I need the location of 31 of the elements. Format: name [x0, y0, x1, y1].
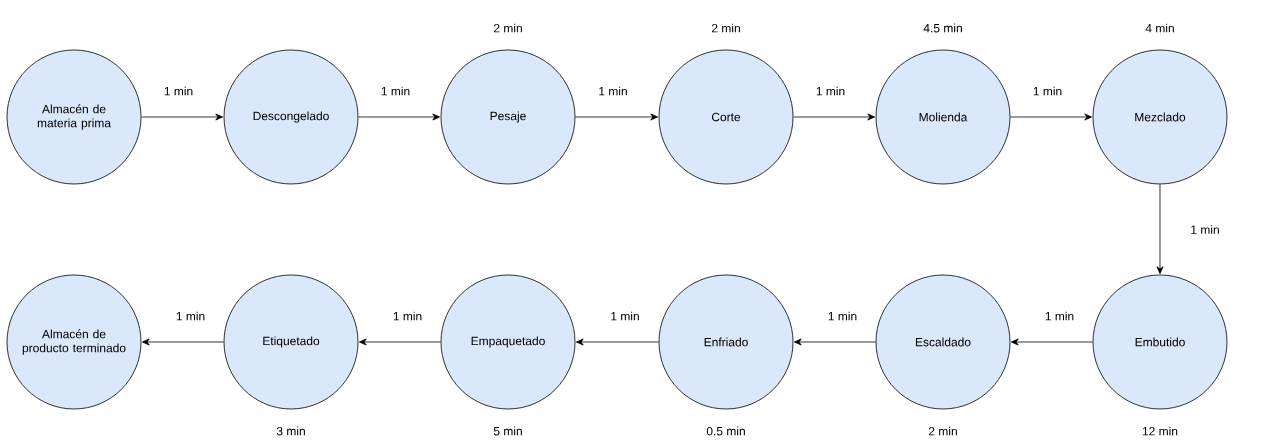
arrow — [576, 338, 659, 346]
edge-label: 1 min — [597, 85, 629, 97]
arrow — [141, 113, 224, 121]
duration-label: 2 min — [493, 23, 522, 33]
arrow — [575, 113, 658, 121]
arrow — [358, 113, 440, 121]
duration-label: 4 min — [1145, 23, 1174, 33]
arrow — [794, 338, 876, 346]
edge-label: 1 min — [1043, 310, 1076, 322]
edge-label: 1 min — [609, 310, 641, 322]
edge-label: 1 min — [1189, 224, 1221, 235]
duration-label: 5 min — [493, 426, 522, 436]
duration-label: 2 min — [928, 426, 957, 436]
arrow — [793, 113, 875, 121]
duration-label: 0.5 min — [706, 426, 745, 436]
arrow — [359, 338, 441, 346]
duration-label: 12 min — [1142, 426, 1178, 436]
duration-label: 4.5 min — [923, 23, 962, 33]
arrow — [1011, 338, 1093, 346]
edge-label: 1 min — [814, 85, 847, 97]
arrow — [1010, 113, 1092, 121]
edge-label: 1 min — [162, 85, 195, 97]
duration-label: 2 min — [711, 23, 740, 33]
edge-label: 1 min — [826, 310, 859, 322]
duration-label: 3 min — [276, 426, 305, 436]
edge-label: 1 min — [391, 310, 424, 322]
edge-label: 1 min — [379, 85, 412, 97]
arrow — [142, 338, 224, 346]
arrow — [1156, 184, 1164, 274]
edge-label: 1 min — [174, 310, 207, 322]
edge-label: 1 min — [1031, 85, 1064, 97]
